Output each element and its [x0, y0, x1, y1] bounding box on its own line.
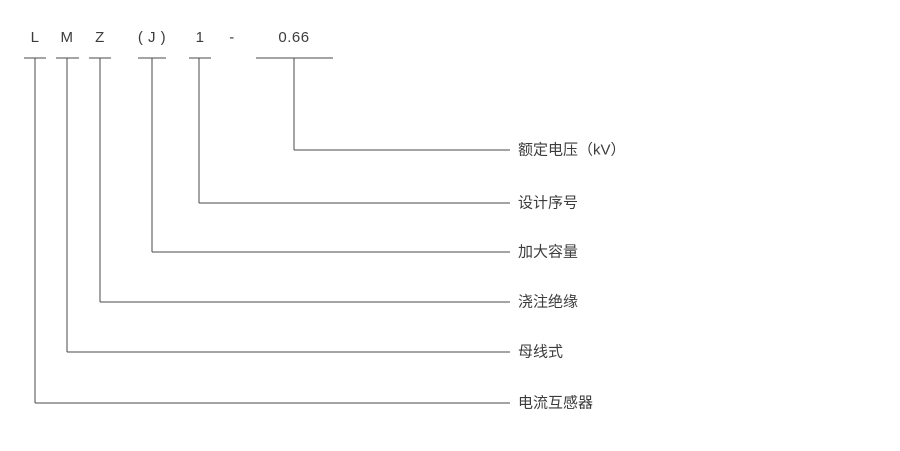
seg-066: 0.66 [278, 29, 310, 46]
seg-1: 1 [195, 29, 205, 46]
callout-rated-voltage: 额定电压（kV） [518, 141, 626, 159]
seg-j: ( J ) [137, 29, 167, 46]
callout-busbar-type: 母线式 [518, 343, 564, 361]
callout-cast-insulation: 浇注绝缘 [518, 293, 579, 311]
callout-current-transformer: 电流互感器 [518, 394, 594, 412]
seg-l: L [30, 29, 40, 46]
seg-m: M [60, 29, 74, 46]
leader-lines-group [34, 58, 510, 404]
callout-increased-capacity: 加大容量 [518, 243, 579, 261]
seg-z: Z [95, 29, 105, 46]
callout-design-serial: 设计序号 [518, 194, 579, 212]
seg-dash: - [229, 29, 235, 46]
